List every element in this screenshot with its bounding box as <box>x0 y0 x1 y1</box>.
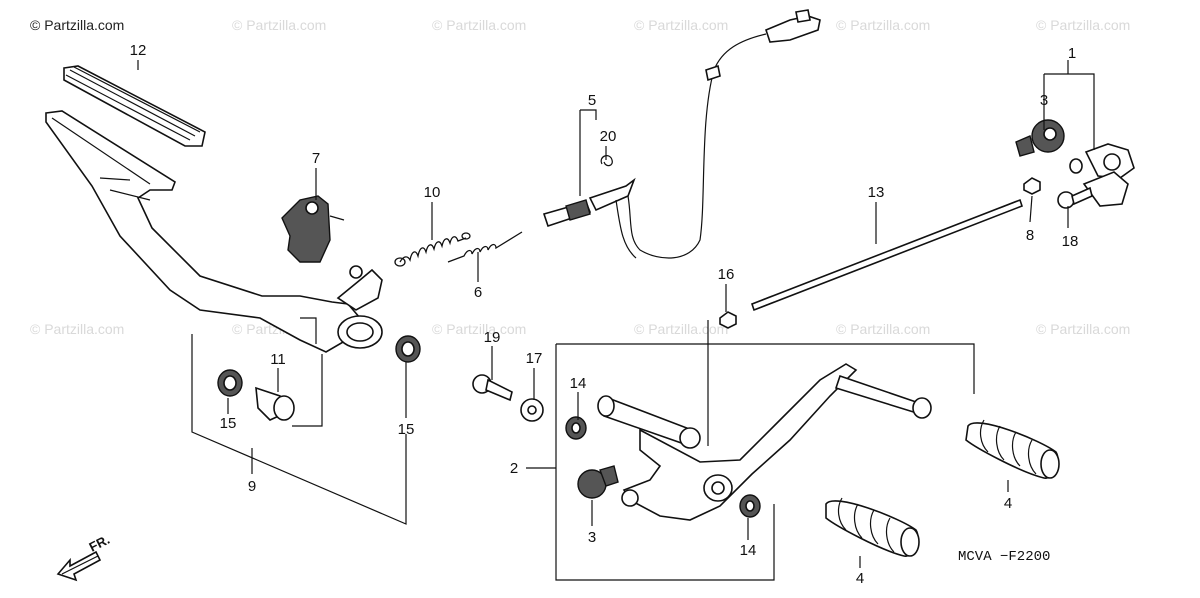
leader-lines <box>137 60 1095 581</box>
dust-seal-15-left <box>217 369 243 397</box>
dust-seal-14-bottom <box>739 494 761 518</box>
dust-seal-14-top <box>565 416 587 440</box>
callout-10: 10 <box>424 184 441 201</box>
watermark: © Partzilla.com <box>30 321 124 337</box>
callout-13: 13 <box>868 184 885 201</box>
callout-1: 1 <box>1068 45 1076 62</box>
watermark: © Partzilla.com <box>634 321 728 337</box>
callout-15-left: 15 <box>220 415 237 432</box>
callout-8: 8 <box>1026 227 1034 244</box>
callout-2: 2 <box>510 460 518 477</box>
shift-rod-13 <box>751 198 1023 312</box>
callout-5: 5 <box>588 92 596 109</box>
pedal-rubber-4-left <box>825 497 920 557</box>
collar-11 <box>255 386 295 421</box>
callout-18: 18 <box>1062 233 1079 250</box>
bolt-19 <box>472 374 513 402</box>
callout-17: 17 <box>526 350 543 367</box>
watermark: © Partzilla.com <box>232 17 326 33</box>
callout-7: 7 <box>312 150 320 167</box>
bolt-18 <box>1057 186 1093 209</box>
callout-4-right: 4 <box>1004 495 1012 512</box>
rear-stop-switch-5 <box>542 9 821 259</box>
watermark: © Partzilla.com <box>432 17 526 33</box>
callout-9: 9 <box>248 478 256 495</box>
gearshift-pedal-2 <box>597 363 932 521</box>
callout-6: 6 <box>474 284 482 301</box>
pedal-rubber-4-right <box>965 419 1060 479</box>
joint-3-top <box>1015 119 1065 157</box>
callout-19: 19 <box>484 329 501 346</box>
stop-switch-bracket-7 <box>281 195 345 263</box>
joint-assembly-1 <box>1069 143 1135 207</box>
callout-3-top: 3 <box>1040 92 1048 109</box>
callout-11: 11 <box>270 351 286 368</box>
watermark: © Partzilla.com <box>1036 321 1130 337</box>
washer-17 <box>520 398 544 422</box>
watermark: © Partzilla.com <box>836 17 930 33</box>
clip-20 <box>600 155 613 167</box>
brake-pedal-9 <box>45 110 383 353</box>
watermark-main: © Partzilla.com <box>30 17 124 33</box>
joint-3-bottom <box>577 465 619 499</box>
dust-seal-15-right <box>395 335 421 363</box>
callout-15-right: 15 <box>398 421 415 438</box>
return-spring-10 <box>394 232 471 267</box>
watermark: © Partzilla.com <box>634 17 728 33</box>
pedal-pad-12 <box>63 65 206 147</box>
callout-12: 12 <box>130 42 147 59</box>
callout-14-top: 14 <box>570 375 587 392</box>
callout-16: 16 <box>718 266 735 283</box>
watermark: © Partzilla.com <box>432 321 526 337</box>
nut-16 <box>719 311 737 329</box>
switch-spring-6 <box>447 231 523 263</box>
nut-8 <box>1023 177 1041 195</box>
watermark: © Partzilla.com <box>1036 17 1130 33</box>
front-direction-arrow: FR. <box>56 532 112 582</box>
callout-4-left: 4 <box>856 570 864 587</box>
callout-14-bottom: 14 <box>740 542 757 559</box>
diagram-code: MCVA −F2200 <box>958 549 1050 565</box>
direction-label: FR. <box>87 532 112 555</box>
watermark: © Partzilla.com <box>836 321 930 337</box>
callout-3-bottom: 3 <box>588 529 596 546</box>
callout-20: 20 <box>600 128 617 145</box>
